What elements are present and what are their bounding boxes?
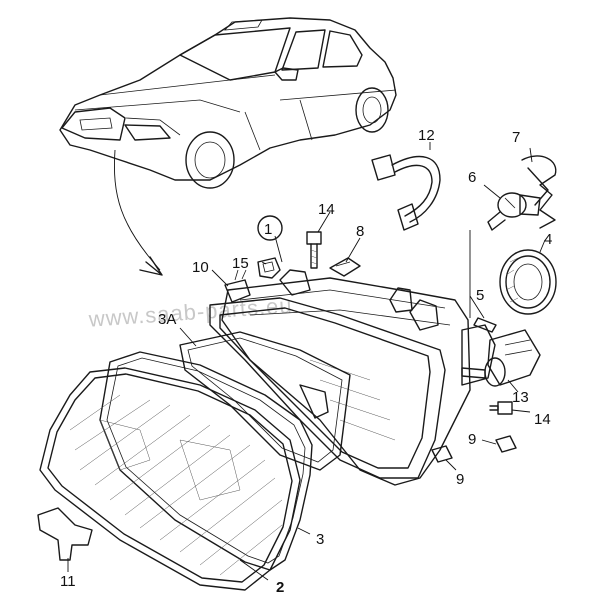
label-10: 10 xyxy=(192,259,209,276)
label-14-bottom: 14 xyxy=(534,411,551,428)
label-7: 7 xyxy=(512,129,520,146)
label-11: 11 xyxy=(60,573,76,590)
part-9-nut-center xyxy=(431,445,453,463)
part-12-wiring-harness xyxy=(371,142,441,231)
headlamp-housing xyxy=(221,269,496,486)
label-3: 3 xyxy=(316,531,324,548)
part-15-clip xyxy=(257,257,281,279)
label-6: 6 xyxy=(468,169,476,186)
lens-2 xyxy=(39,367,301,591)
label-8: 8 xyxy=(356,223,364,240)
part-14-screw-bottom xyxy=(489,401,531,415)
part-5-pin xyxy=(469,230,497,333)
part-6-bulb xyxy=(487,192,541,231)
label-2: 2 xyxy=(276,579,284,596)
watermark-text: www.saab-parts.eu xyxy=(87,293,293,332)
part-13-adjuster-motor xyxy=(461,329,541,387)
part-labels: 1 2 3 3A 4 5 6 7 8 9 9 10 11 12 13 14 14… xyxy=(60,127,552,596)
part-11-clip xyxy=(37,507,93,561)
label-9-center: 9 xyxy=(456,471,464,488)
label-15: 15 xyxy=(232,255,249,272)
part-10-adjuster xyxy=(224,269,251,303)
label-4: 4 xyxy=(544,231,552,248)
callout-circle-1 xyxy=(257,215,283,241)
part-9-nut-right xyxy=(495,435,517,453)
label-3a: 3A xyxy=(158,311,176,328)
part-14-screw-top xyxy=(306,231,322,269)
label-5: 5 xyxy=(476,287,484,304)
car-illustration xyxy=(59,17,397,276)
reflector-frame xyxy=(209,297,446,479)
label-13: 13 xyxy=(512,389,529,406)
part-7-spring-clip xyxy=(521,155,557,229)
label-9-right: 9 xyxy=(468,431,476,448)
part-4-cover xyxy=(499,249,557,315)
label-14-top: 14 xyxy=(318,201,335,218)
part-8-clip xyxy=(329,257,361,277)
seal-3a xyxy=(179,331,351,471)
label-1: 1 xyxy=(264,221,272,238)
leader-lines xyxy=(67,147,546,581)
label-12: 12 xyxy=(418,127,435,144)
seal-3 xyxy=(99,351,313,571)
